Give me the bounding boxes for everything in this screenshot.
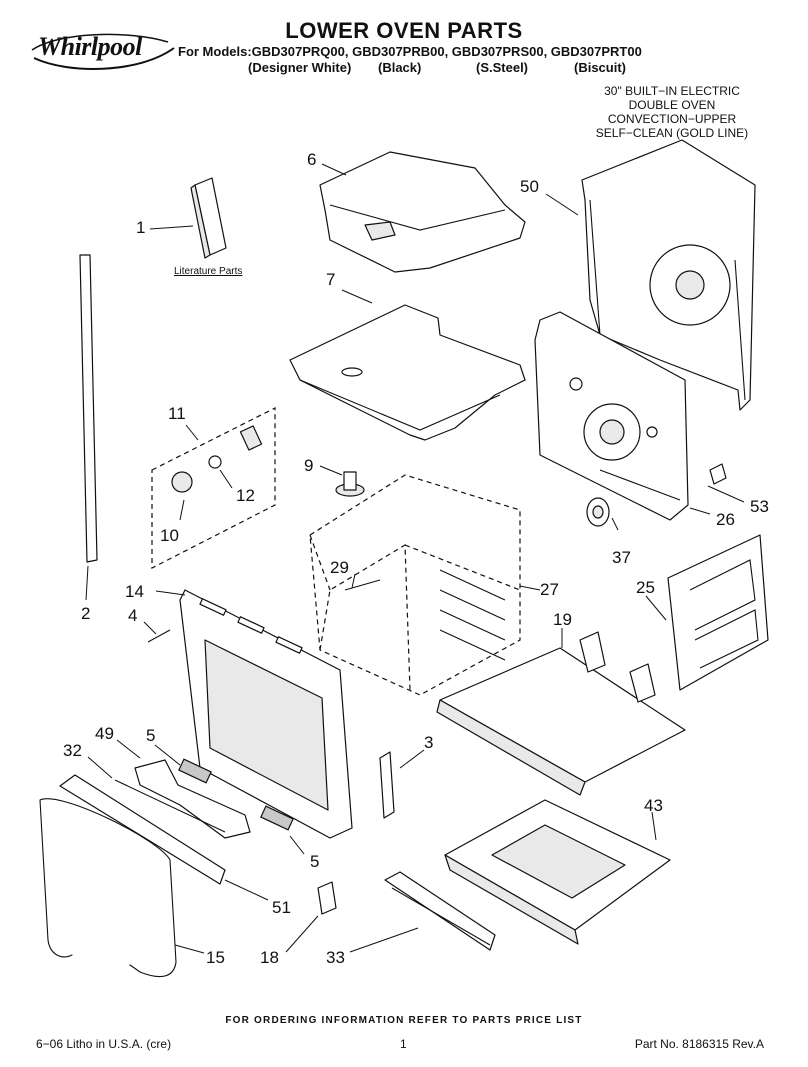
part-4-screw xyxy=(147,629,171,643)
part-32-vent-strip xyxy=(59,774,226,885)
callout-6: 6 xyxy=(307,150,317,169)
part-43-bottom-tray xyxy=(444,799,671,945)
callout-2: 2 xyxy=(81,604,91,623)
variant-designer-white: (Designer White) xyxy=(248,60,352,75)
callout-32: 32 xyxy=(63,741,82,760)
part-26-back-panel xyxy=(534,311,689,521)
part-50-rear-panel xyxy=(581,139,756,411)
part-3-bracket xyxy=(379,751,395,819)
logo-swoosh-icon xyxy=(31,33,175,70)
brand-name: Whirlpool xyxy=(38,32,142,61)
callout-53: 53 xyxy=(750,497,769,516)
callout-29: 29 xyxy=(330,558,349,577)
variant-biscuit: (Biscuit) xyxy=(574,60,626,75)
callout-50: 50 xyxy=(520,177,539,196)
description-line: DOUBLE OVEN xyxy=(628,98,716,112)
description-line: CONVECTION−UPPER xyxy=(607,112,737,126)
callout-49: 49 xyxy=(95,724,114,743)
variant-black: (Black) xyxy=(378,60,422,75)
description-line: SELF−CLEAN (GOLD LINE) xyxy=(595,126,749,140)
callout-14: 14 xyxy=(125,582,144,601)
page-title: LOWER OVEN PARTS xyxy=(285,18,523,43)
leader-lines xyxy=(85,163,745,954)
callout-15: 15 xyxy=(206,948,225,967)
part-33-channel xyxy=(384,871,496,951)
part-9-terminal xyxy=(335,471,365,497)
part-15-door-gasket xyxy=(39,798,177,978)
part-53-bracket xyxy=(709,463,727,485)
ordering-note: FOR ORDERING INFORMATION REFER TO PARTS … xyxy=(225,1015,583,1026)
models-line: For Models:GBD307PRQ00, GBD307PRB00, GBD… xyxy=(178,44,642,59)
callout-37: 37 xyxy=(612,548,631,567)
callout-27: 27 xyxy=(540,580,559,599)
callout-33: 33 xyxy=(326,948,345,967)
litho-note: 6−06 Litho in U.S.A. (cre) xyxy=(36,1037,172,1051)
callout-3: 3 xyxy=(424,733,434,752)
part-7-top-panel xyxy=(289,304,526,441)
part-number: Part No. 8186315 Rev.A xyxy=(634,1037,764,1051)
callout-18: 18 xyxy=(260,948,279,967)
part-29-bolt xyxy=(344,579,381,591)
callout-5-bottom: 5 xyxy=(310,852,320,871)
callout-7: 7 xyxy=(326,270,336,289)
variant-stainless: (S.Steel) xyxy=(476,60,529,75)
callout-10: 10 xyxy=(160,526,179,545)
part-2-side-trim xyxy=(79,254,98,563)
callout-43: 43 xyxy=(644,796,663,815)
whirlpool-logo: Whirlpool xyxy=(28,28,176,72)
part-6-heat-shield xyxy=(319,151,526,273)
part-49-vent-trim xyxy=(114,758,294,839)
callout-5-top: 5 xyxy=(146,726,156,745)
description-line: 30" BUILT−IN ELECTRIC xyxy=(604,84,740,98)
callout-1: 1 xyxy=(136,218,146,237)
literature-parts-label: Literature Parts xyxy=(174,266,243,277)
part-37-gasket xyxy=(586,497,610,527)
part-18-clip xyxy=(317,881,337,915)
callout-12: 12 xyxy=(236,486,255,505)
part-14-front-frame xyxy=(179,589,353,839)
part-19-bottom-pan xyxy=(436,631,686,796)
page-number: 1 xyxy=(400,1037,407,1051)
callout-51: 51 xyxy=(272,898,291,917)
callout-4: 4 xyxy=(128,606,138,625)
callout-26: 26 xyxy=(716,510,735,529)
callout-9: 9 xyxy=(304,456,314,475)
part-27-oven-liner xyxy=(309,474,521,696)
callout-11: 11 xyxy=(168,404,186,423)
product-description: 30" BUILT−IN ELECTRIC DOUBLE OVEN CONVEC… xyxy=(582,84,762,140)
part-1-literature xyxy=(190,177,227,259)
part-25-side-panel xyxy=(667,534,769,691)
callout-25: 25 xyxy=(636,578,655,597)
callout-19: 19 xyxy=(553,610,572,629)
part-11-hardware-group xyxy=(151,407,276,569)
